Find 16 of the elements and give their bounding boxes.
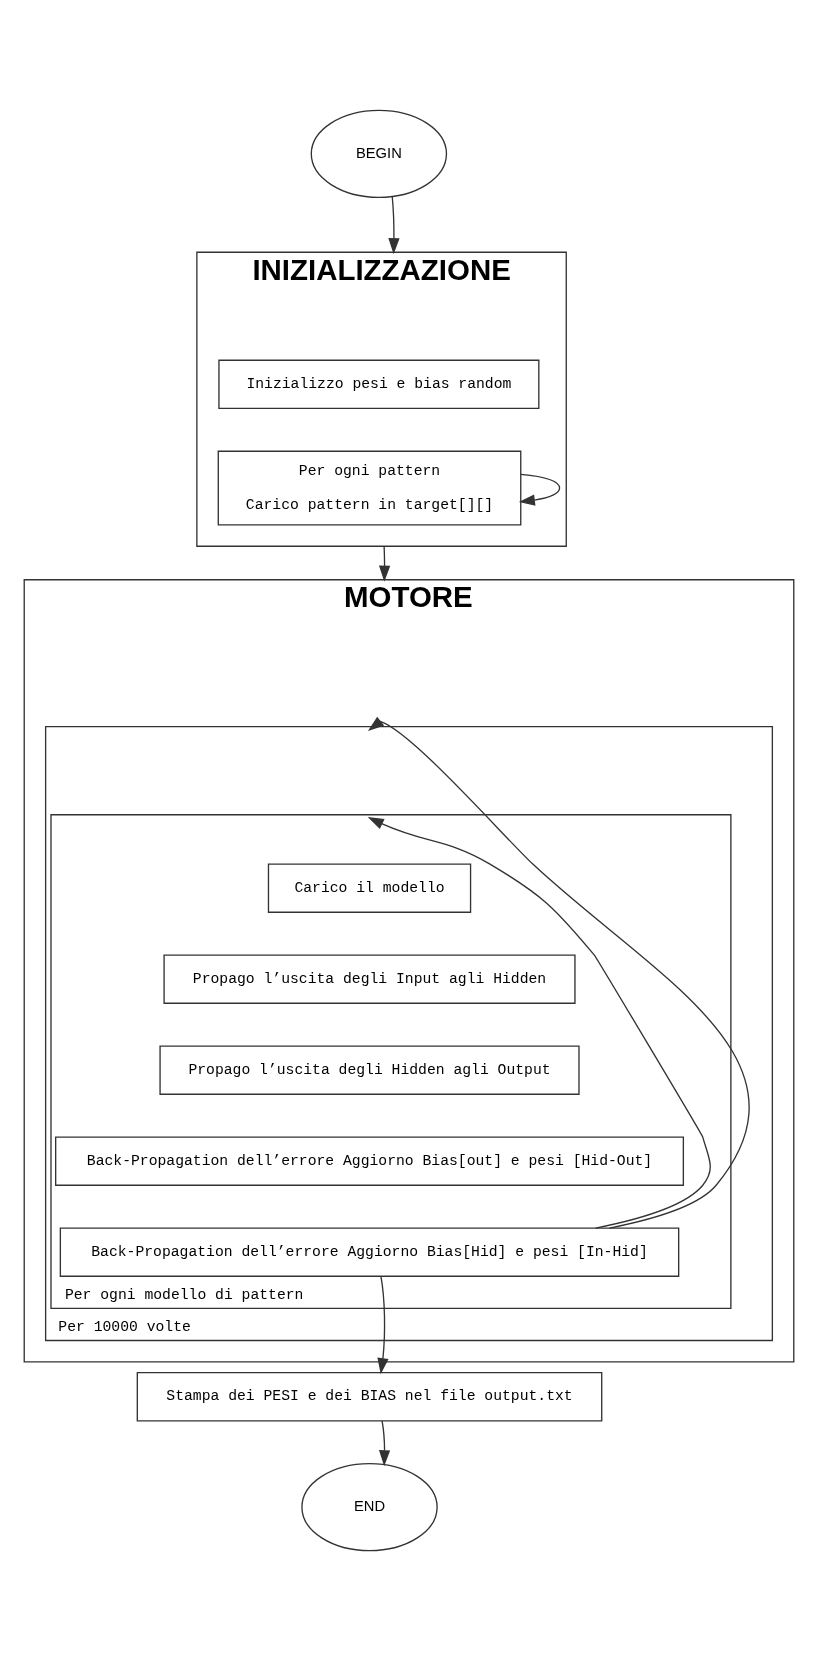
arrow [388, 195, 400, 255]
arrow [378, 1420, 391, 1467]
arrow [377, 1275, 389, 1375]
arrow [378, 545, 391, 582]
node-box: Stampa dei PESI e dei BIAS nel file output.txt [136, 1371, 603, 1422]
node-ellipse: BEGIN [310, 109, 448, 198]
arrow [367, 716, 750, 1229]
node-ellipse: END [301, 1463, 438, 1552]
node-box: Propago l’uscita degli Input agli Hidden [163, 954, 576, 1004]
arrow [518, 473, 561, 506]
node-box: Propago l’uscita degli Hidden agli Output [159, 1045, 580, 1095]
node-box: Inizializzo pesi e bias random [218, 359, 540, 410]
node-box: Back-Propagation dell’errore Aggiorno Bias[out] e pesi [Hid-Out] [55, 1136, 685, 1186]
node-box: Per ogni pattern Carico pattern in target[][] [217, 450, 522, 526]
node-box: Carico il modello [267, 863, 472, 913]
node-box: Back-Propagation dell’errore Aggiorno Bias[Hid] e pesi [In-Hid] [59, 1227, 680, 1277]
